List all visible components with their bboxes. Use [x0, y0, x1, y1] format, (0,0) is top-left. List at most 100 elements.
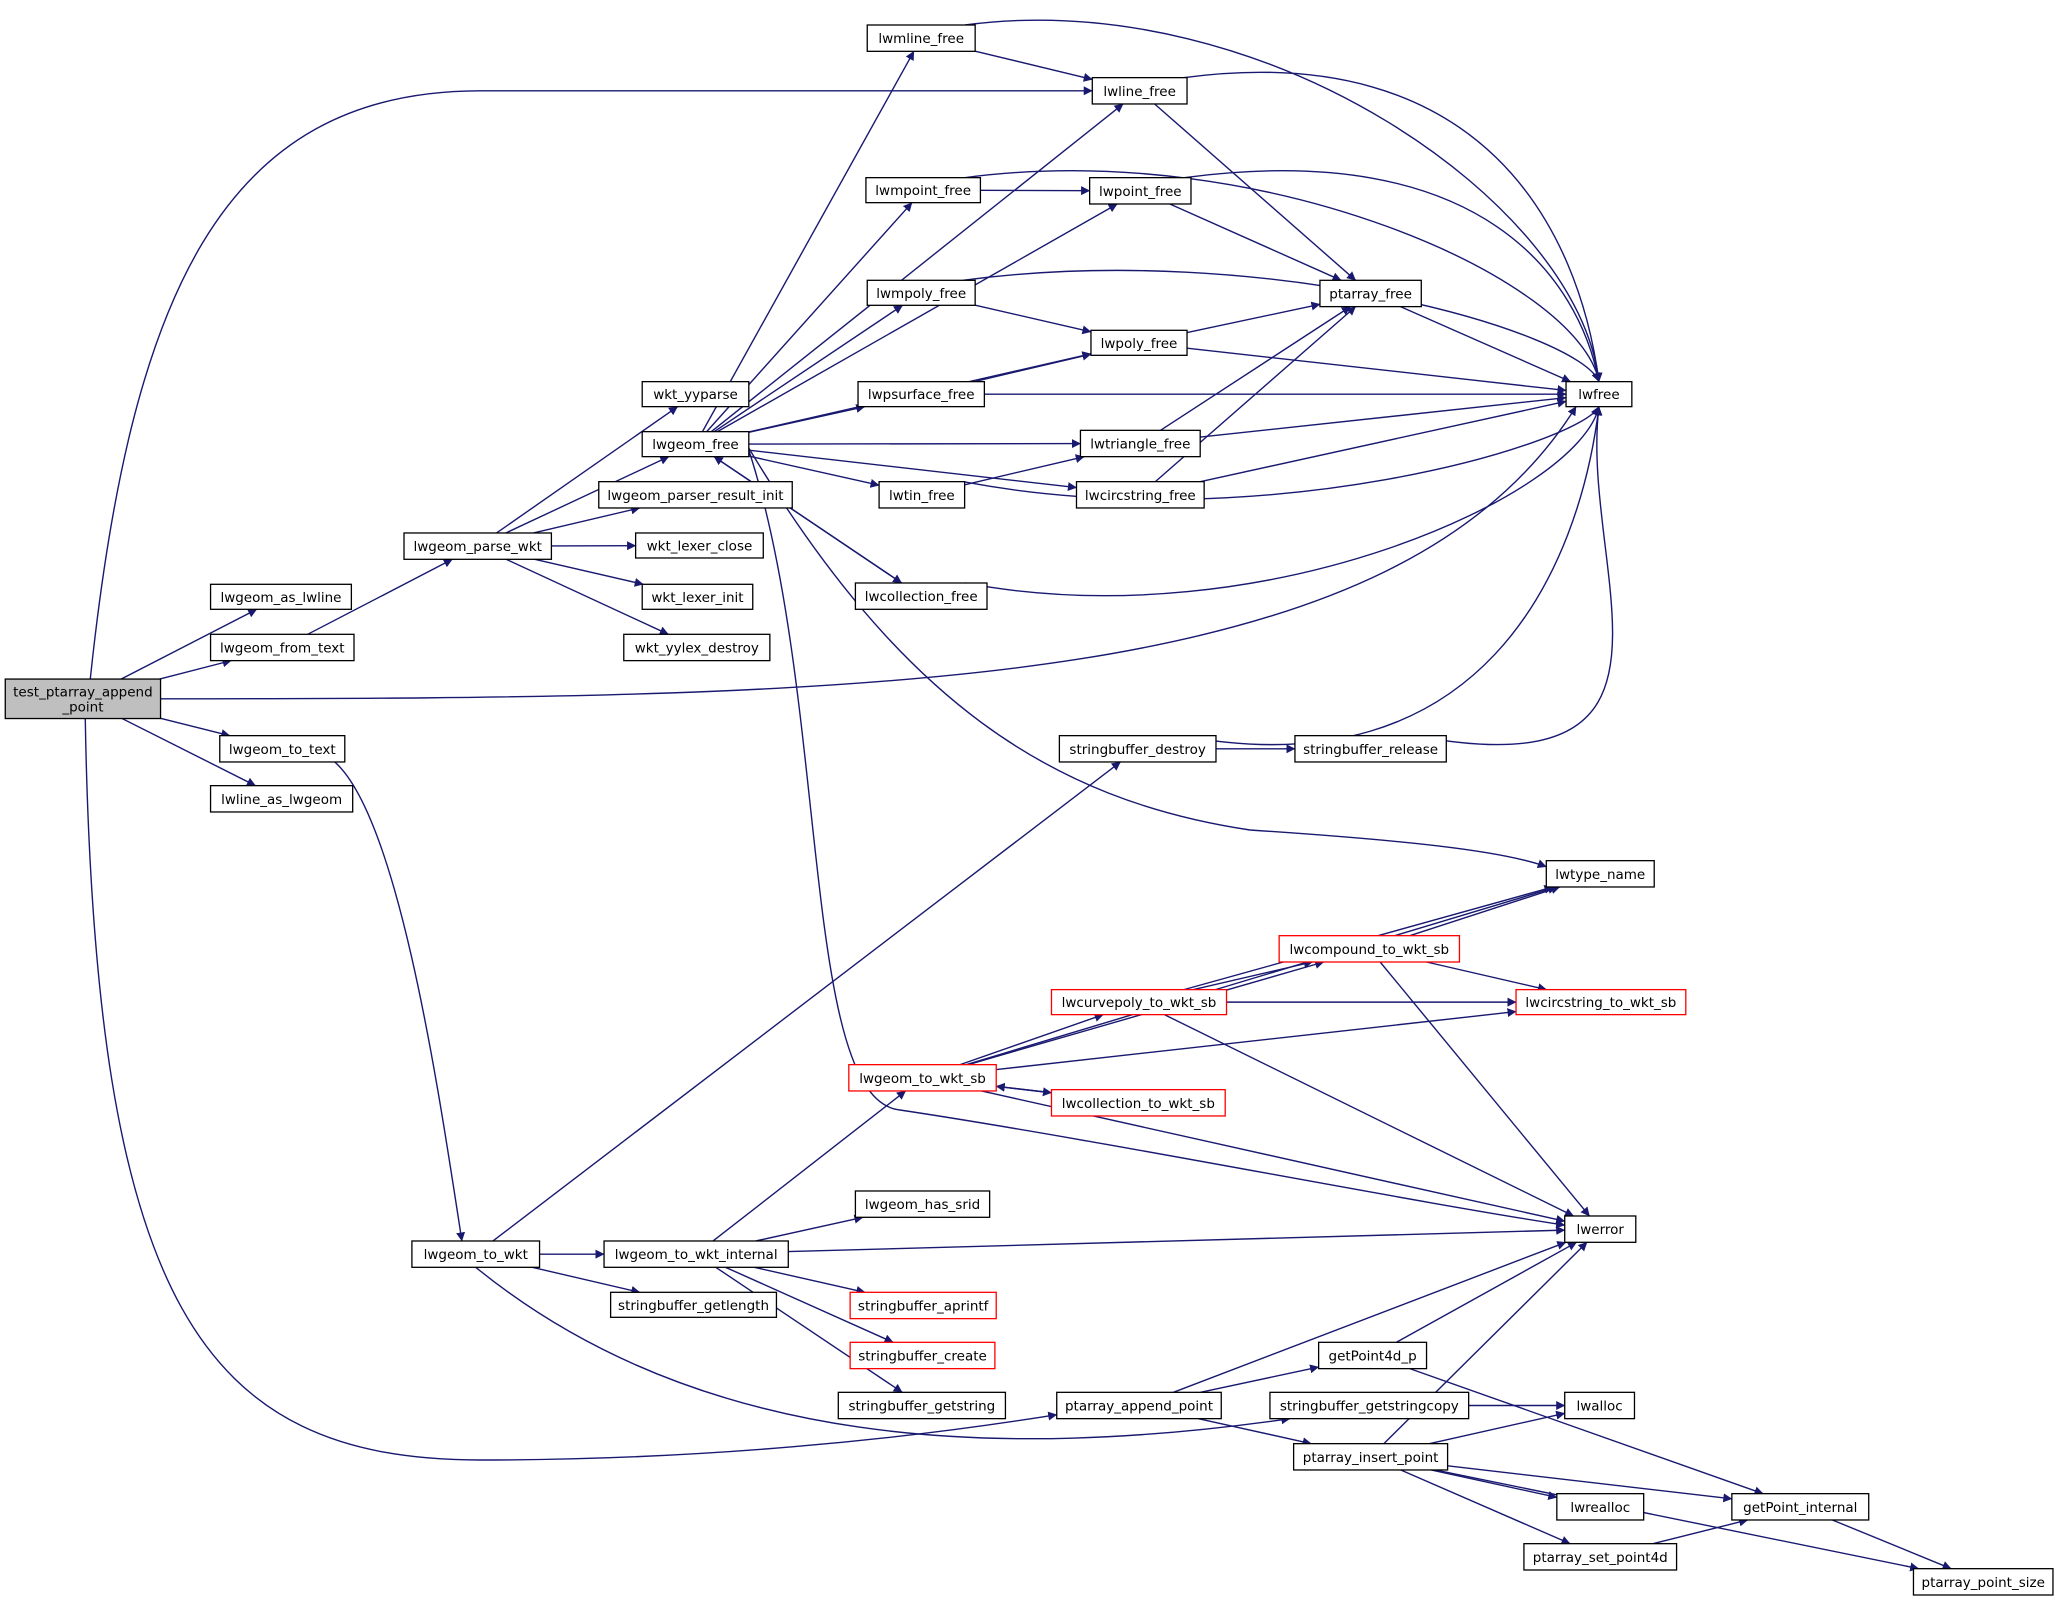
- edge-lwgeom-to-wkt-internal-to-lwgeom-to-wkt-sb: [712, 1090, 907, 1242]
- node-box: [1292, 1443, 1449, 1471]
- node-lwpoly-free[interactable]: lwpoly_free: [1090, 329, 1188, 356]
- node-box: [849, 1341, 996, 1370]
- node-wkt-yylex-destroy[interactable]: wkt_yylex_destroy: [623, 633, 771, 662]
- edge-lwgeom-free-to-lwpsurface-free: [748, 404, 866, 434]
- node-label: getPoint_internal: [1743, 1500, 1857, 1516]
- node-label: stringbuffer_create: [858, 1348, 987, 1364]
- node-box: [854, 582, 988, 610]
- node-lwalloc[interactable]: lwalloc: [1564, 1391, 1636, 1420]
- node-box: [1523, 1543, 1678, 1571]
- node-ptarray-append-point[interactable]: ptarray_append_point: [1056, 1391, 1222, 1420]
- edge-lwcompound-to-wkt-sb-to-lwtype-name: [1409, 885, 1561, 937]
- node-lwtin-free[interactable]: lwtin_free: [878, 481, 966, 509]
- node-lwgeom-to-text[interactable]: lwgeom_to_text: [219, 734, 346, 763]
- node-wkt-lexer-close[interactable]: wkt_lexer_close: [634, 532, 764, 559]
- node-lwgeom-to-wkt-internal[interactable]: lwgeom_to_wkt_internal: [603, 1240, 789, 1268]
- node-lwmpoint-free[interactable]: lwmpoint_free: [865, 177, 982, 204]
- node-stringbuffer-getstringcopy[interactable]: stringbuffer_getstringcopy: [1269, 1391, 1470, 1420]
- node-lwtype-name[interactable]: lwtype_name: [1545, 860, 1655, 888]
- node-ptarray-set-point4d[interactable]: ptarray_set_point4d: [1523, 1543, 1678, 1571]
- node-stringbuffer-getstring[interactable]: stringbuffer_getstring: [837, 1391, 1007, 1420]
- node-lwline-as-lwgeom[interactable]: lwline_as_lwgeom: [209, 785, 354, 813]
- node-lwerror[interactable]: lwerror: [1564, 1215, 1637, 1243]
- node-wkt-lexer-init[interactable]: wkt_lexer_init: [641, 583, 754, 610]
- edge-test-ptarray-append-point-to-lwline-as-lwgeom: [121, 717, 256, 787]
- node-ptarray-point-size[interactable]: ptarray_point_size: [1912, 1568, 2054, 1596]
- edge-lwgeom-to-text-to-lwgeom-to-wkt: [334, 761, 466, 1242]
- node-label: stringbuffer_getstring: [848, 1398, 995, 1414]
- node-lwcircstring-free[interactable]: lwcircstring_free: [1075, 481, 1205, 509]
- edge-ptarray-insert-point-to-ptarray-set-point4d: [1400, 1469, 1571, 1545]
- node-lwmpoly-free[interactable]: lwmpoly_free: [866, 279, 976, 306]
- node-lwcircstring-to-wkt-sb[interactable]: lwcircstring_to_wkt_sb: [1515, 988, 1687, 1016]
- node-lwgeom-parser-result-init[interactable]: lwgeom_parser_result_init: [598, 481, 793, 509]
- node-lwgeom-to-wkt-sb[interactable]: lwgeom_to_wkt_sb: [848, 1063, 997, 1092]
- node-stringbuffer-getlength[interactable]: stringbuffer_getlength: [609, 1291, 778, 1318]
- edge-lwgeom-parse-wkt-to-lwgeom-parser-result-init: [533, 505, 641, 534]
- node-lwgeom-from-text[interactable]: lwgeom_from_text: [209, 633, 355, 662]
- node-lwgeom-as-lwline[interactable]: lwgeom_as_lwline: [209, 583, 353, 610]
- node-lwtriangle-free[interactable]: lwtriangle_free: [1079, 429, 1201, 458]
- edge-test-ptarray-append-point-to-lwgeom-from-text: [159, 658, 232, 680]
- edge-lwgeom-from-text-to-lwgeom-parse-wkt: [307, 558, 453, 635]
- node-label: lwcompound_to_wkt_sb: [1289, 942, 1449, 958]
- edge-lwcollection-free-to-lwgeom-free: [713, 456, 903, 584]
- edge-ptarray-insert-point-to-ptarray-point-size: [1434, 1469, 1920, 1572]
- edge-lwcircstring-free-to-lwfree: [1200, 398, 1567, 483]
- node-box: [603, 1240, 789, 1268]
- node-stringbuffer-release[interactable]: stringbuffer_release: [1294, 734, 1447, 763]
- node-stringbuffer-create[interactable]: stringbuffer_create: [849, 1341, 996, 1370]
- node-lwgeom-parse-wkt[interactable]: lwgeom_parse_wkt: [403, 532, 553, 560]
- node-lwpsurface-free[interactable]: lwpsurface_free: [857, 380, 986, 408]
- node-lwcompound-to-wkt-sb[interactable]: lwcompound_to_wkt_sb: [1278, 935, 1461, 963]
- node-test-ptarray-append-point[interactable]: test_ptarray_append_point: [4, 678, 162, 720]
- node-box: [1050, 988, 1228, 1016]
- edge-lwgeom-free-to-lwpoint-free: [717, 203, 1118, 433]
- node-label: lwcollection_free: [865, 589, 978, 605]
- node-label: lwpsurface_free: [868, 387, 975, 403]
- node-lwgeom-has-srid[interactable]: lwgeom_has_srid: [854, 1190, 991, 1218]
- node-getPoint-internal[interactable]: getPoint_internal: [1731, 1493, 1870, 1521]
- node-label: lwcircstring_free: [1085, 488, 1196, 504]
- node-getPoint4d-p[interactable]: getPoint4d_p: [1317, 1341, 1428, 1370]
- node-lwcurvepoly-to-wkt-sb[interactable]: lwcurvepoly_to_wkt_sb: [1050, 988, 1228, 1016]
- node-lwline-free[interactable]: lwline_free: [1091, 76, 1188, 105]
- node-lwfree[interactable]: lwfree: [1565, 380, 1633, 408]
- node-ptarray-free[interactable]: ptarray_free: [1319, 279, 1422, 308]
- node-label: lwcollection_to_wkt_sb: [1062, 1096, 1215, 1112]
- node-label: stringbuffer_getlength: [618, 1298, 769, 1314]
- node-lwgeom-free[interactable]: lwgeom_free: [641, 430, 750, 458]
- node-label: wkt_yyparse: [653, 387, 738, 403]
- edge-lwgeom-free-to-lwtype-name: [748, 447, 1547, 869]
- edge-lwcompound-to-wkt-sb-to-lwerror: [1379, 961, 1590, 1217]
- node-box: [878, 481, 966, 509]
- node-box: [411, 1240, 541, 1268]
- node-label: stringbuffer_getstringcopy: [1280, 1398, 1459, 1414]
- node-box: [1056, 1391, 1222, 1420]
- node-lwcollection-free[interactable]: lwcollection_free: [854, 582, 988, 610]
- node-label: lwgeom_to_wkt_sb: [859, 1071, 986, 1087]
- node-label: ptarray_free: [1329, 286, 1412, 302]
- edge-lwgeom-parse-wkt-to-wkt-yylex-destroy: [505, 558, 669, 635]
- node-box: [1545, 860, 1655, 888]
- node-lwpoint-free[interactable]: lwpoint_free: [1088, 177, 1192, 205]
- node-box: [219, 734, 346, 763]
- edge-test-ptarray-append-point-to-lwgeom-to-text: [160, 717, 231, 738]
- node-stringbuffer-aprintf[interactable]: stringbuffer_aprintf: [849, 1291, 997, 1320]
- edges-layer: [84, 19, 1952, 1572]
- edge-lwmline-free-to-lwfree: [964, 19, 1603, 383]
- node-lwcollection-to-wkt-sb[interactable]: lwcollection_to_wkt_sb: [1050, 1088, 1226, 1117]
- nodes-layer: test_ptarray_append_point lwgeom_as_lwlin…: [4, 24, 2054, 1596]
- node-box: [641, 430, 750, 458]
- node-box: [634, 532, 764, 559]
- node-label: getPoint4d_p: [1329, 1348, 1417, 1364]
- edge-test-ptarray-append-point-to-lwline-free: [89, 86, 1093, 680]
- node-lwrealloc[interactable]: lwrealloc: [1556, 1493, 1645, 1521]
- node-ptarray-insert-point[interactable]: ptarray_insert_point: [1292, 1443, 1449, 1471]
- node-stringbuffer-destroy[interactable]: stringbuffer_destroy: [1058, 734, 1217, 763]
- node-lwmline-free[interactable]: lwmline_free: [866, 24, 976, 52]
- node-wkt-yyparse[interactable]: wkt_yyparse: [641, 380, 750, 408]
- node-lwgeom-to-wkt[interactable]: lwgeom_to_wkt: [411, 1240, 541, 1268]
- node-label: lwgeom_to_wkt_internal: [615, 1247, 778, 1263]
- edge-ptarray-append-point-to-ptarray-insert-point: [1198, 1417, 1312, 1447]
